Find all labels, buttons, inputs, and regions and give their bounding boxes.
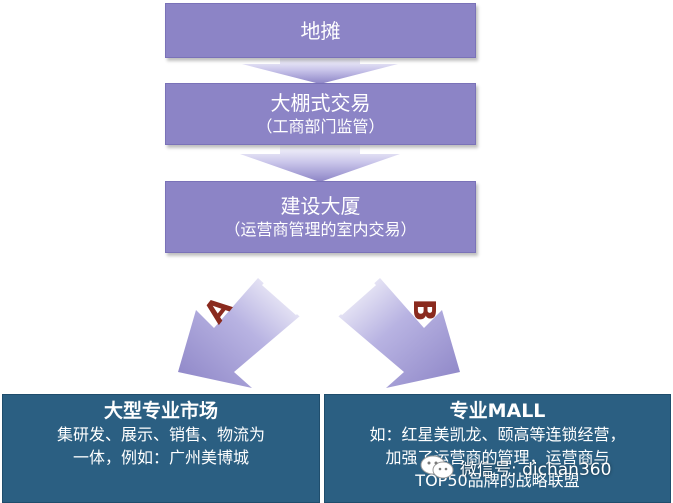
panel-left-professional-market: 大型专业市场 集研发、展示、销售、物流为 一体，例如：广州美博城 bbox=[2, 394, 320, 503]
panel-right-heading: 专业MALL bbox=[449, 400, 546, 422]
step-3-subtitle: （运营商管理的室内交易） bbox=[224, 220, 417, 239]
step-2-subtitle: （工商部门监管） bbox=[256, 117, 385, 136]
wechat-watermark: 微信号: dichan360 bbox=[420, 452, 611, 482]
step-2-title: 大棚式交易 bbox=[270, 91, 371, 115]
panel-right-line-1: 如：红星美凯龙、颐高等连锁经营， bbox=[369, 425, 626, 444]
panel-left-heading: 大型专业市场 bbox=[103, 400, 218, 422]
step-1-title: 地摊 bbox=[300, 18, 341, 43]
down-arrow-1 bbox=[242, 56, 398, 84]
down-arrow-2 bbox=[240, 143, 400, 182]
step-box-1: 地摊 bbox=[165, 3, 476, 58]
panel-left-line-1: 集研发、展示、销售、物流为 bbox=[56, 425, 265, 444]
step-box-2: 大棚式交易 （工商部门监管） bbox=[165, 83, 476, 145]
panel-left-line-2: 一体，例如：广州美博城 bbox=[72, 448, 249, 467]
panel-right-professional-mall: 专业MALL 如：红星美凯龙、颐高等连锁经营， 加强了运营商的管理，运营商与 T… bbox=[324, 394, 671, 503]
step-box-3: 建设大厦 （运营商管理的室内交易） bbox=[165, 181, 476, 253]
step-3-title: 建设大厦 bbox=[280, 194, 361, 218]
branch-letter-b: B bbox=[406, 299, 441, 322]
wechat-icon bbox=[420, 455, 454, 479]
panel-right-line-3: TOP50品牌的战略联盟 bbox=[415, 471, 580, 490]
watermark-text: 微信号: dichan360 bbox=[460, 459, 612, 480]
branch-arrow-b bbox=[334, 278, 460, 388]
branch-arrow-a bbox=[178, 278, 304, 388]
